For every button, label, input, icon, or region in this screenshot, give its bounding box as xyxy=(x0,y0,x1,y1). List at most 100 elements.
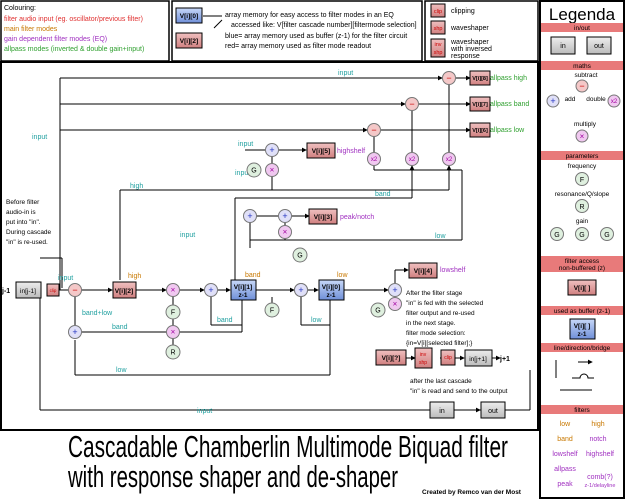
legenda-filters-header: filters xyxy=(574,407,590,414)
legenda-access-header-1: filter access xyxy=(565,258,600,265)
shp-text: waveshaper xyxy=(450,25,489,32)
highshelf-add-node xyxy=(265,143,279,157)
label-input-4: input xyxy=(180,232,195,239)
legenda-maths-header: maths xyxy=(573,63,591,70)
label-band-low: band+low xyxy=(82,310,113,317)
inv-text-1: waveshaper xyxy=(450,39,489,46)
array-legend: V[i][0] V[i][2] array memory for easy ac… xyxy=(171,0,423,62)
res-R-node xyxy=(165,344,181,360)
v3-box xyxy=(308,208,338,225)
legenda-multiply: multiply xyxy=(574,121,597,128)
v5-box xyxy=(306,142,336,159)
peak-mul-node xyxy=(278,225,292,239)
note2-line6: {in=V[i][selected filter];} xyxy=(406,340,473,347)
title-line-2: with response shaper and de-shaper xyxy=(67,459,398,494)
res-mul-node xyxy=(166,325,180,339)
legenda-title: Legenda xyxy=(549,5,616,24)
peak-add-symbol: + xyxy=(282,211,287,221)
legenda-inout-header: in/out xyxy=(574,25,590,32)
legenda-filter-low: low xyxy=(560,421,571,428)
input-sub-symbol: − xyxy=(72,285,77,295)
legenda-resonance: resonance/Q/slope xyxy=(555,191,610,198)
inv-box-legend-1: inv xyxy=(434,42,441,48)
highshelf-add-symbol: + xyxy=(269,145,274,155)
integrator-add-1-node xyxy=(204,283,218,297)
legenda-lines-header: line/direction/bridge xyxy=(554,345,611,352)
in-io-text: in xyxy=(439,408,445,415)
lowshelf-gain-node xyxy=(370,302,386,318)
wires xyxy=(39,75,531,413)
v7-text: V[i][7] xyxy=(472,102,488,108)
label-lowshelf: lowshelf xyxy=(440,267,465,274)
title-line-1: Cascadable Chamberlin Multimode Biquad f… xyxy=(68,429,508,464)
highshelf-gain-symbol: G xyxy=(251,167,256,174)
colouring-legend: Colouring: filter audio input (eg. oscil… xyxy=(0,0,170,62)
note2-line1: After the filter stage xyxy=(406,290,463,297)
lowshelf-add-node xyxy=(388,283,402,297)
clip-box-2 xyxy=(440,349,456,366)
feedback-add-node xyxy=(68,325,82,339)
freq-1-node xyxy=(165,304,181,320)
svg-text:+: + xyxy=(550,96,555,106)
peak-gain-symbol: G xyxy=(297,252,302,259)
note1-line5: "in" is re-used. xyxy=(6,239,48,246)
v1-text-b: z-1 xyxy=(238,292,247,299)
in-io-box xyxy=(429,401,455,419)
freq-1-symbol: F xyxy=(171,309,175,316)
note3-line1: after the last cascade xyxy=(410,378,472,385)
notch-add-node xyxy=(243,209,257,223)
vq-text: V[i][?] xyxy=(382,355,401,362)
legenda-panel: Legenda in/out in out maths subtract − a… xyxy=(539,0,625,499)
label-allpass-high: allpass high xyxy=(490,75,527,82)
note2-line3: filter output and re-used xyxy=(406,310,475,317)
in-box-2-text: in[j+1] xyxy=(469,356,487,363)
legenda-filter-comb: comb(?) xyxy=(587,474,613,481)
note1-line1: Before filter xyxy=(6,199,40,206)
inv-text: inv xyxy=(420,352,427,358)
allpass-low-sub-node xyxy=(367,123,381,137)
colour-line-1: filter audio input (eg. oscillator/previ… xyxy=(4,16,143,23)
v6-box xyxy=(469,122,491,138)
v5-text: V[i][5] xyxy=(312,148,330,155)
note1-line3: put into "in". xyxy=(6,219,41,226)
freq-mul-1-symbol: × xyxy=(171,286,176,295)
colour-line-2: main filter modes xyxy=(4,26,58,33)
wire-labels: input input input input input input inpu… xyxy=(32,70,529,415)
label-band-3: band xyxy=(112,324,128,331)
legenda-filter-peak: peak xyxy=(557,481,573,488)
label-allpass-band: allpass band xyxy=(490,101,529,108)
notch-add-symbol: + xyxy=(247,211,252,221)
label-input-3: input xyxy=(238,141,253,148)
legenda-filter-allpass: allpass xyxy=(554,466,576,473)
legenda-frequency: frequency xyxy=(568,163,597,170)
in-box-2 xyxy=(464,349,493,367)
x2-band-symbol: x2 xyxy=(409,157,416,163)
allpass-band-sub-symbol: − xyxy=(409,99,414,109)
freq-mul-1-node xyxy=(166,283,180,297)
peak-gain-node xyxy=(292,247,308,263)
legenda-access-header-2: non-buffered (z) xyxy=(559,265,605,272)
lowshelf-gain-symbol: G xyxy=(375,307,380,314)
legend-blue-box: V[i][0] xyxy=(180,13,198,20)
legend-red-box: V[i][2] xyxy=(180,38,198,45)
inv-box-legend-2: shp xyxy=(434,50,443,56)
colouring-heading: Colouring: xyxy=(4,5,36,12)
v0-text-a: V[i][0] xyxy=(322,284,340,291)
legenda-mult-symbol: × xyxy=(580,132,585,141)
allpass-low-sub-symbol: − xyxy=(371,125,376,135)
label-band-1: band xyxy=(375,191,391,198)
j-out-label: j+1 xyxy=(499,356,510,363)
in-box-text: in[j-1] xyxy=(20,288,36,295)
v1-text-a: V[i][1] xyxy=(234,284,252,291)
integrator-add-2-symbol: + xyxy=(298,285,303,295)
clip-box-text: clip xyxy=(50,288,57,293)
legenda-G-3: G xyxy=(604,232,609,239)
lowshelf-mul-symbol: × xyxy=(393,300,398,309)
legenda-access-box: V[i][ ] xyxy=(574,285,591,292)
v1-box xyxy=(230,279,257,301)
label-high-2: high xyxy=(128,273,141,280)
highshelf-mul-node xyxy=(265,163,279,177)
legenda-buffer-box-1: V[i][ ] xyxy=(574,323,591,330)
